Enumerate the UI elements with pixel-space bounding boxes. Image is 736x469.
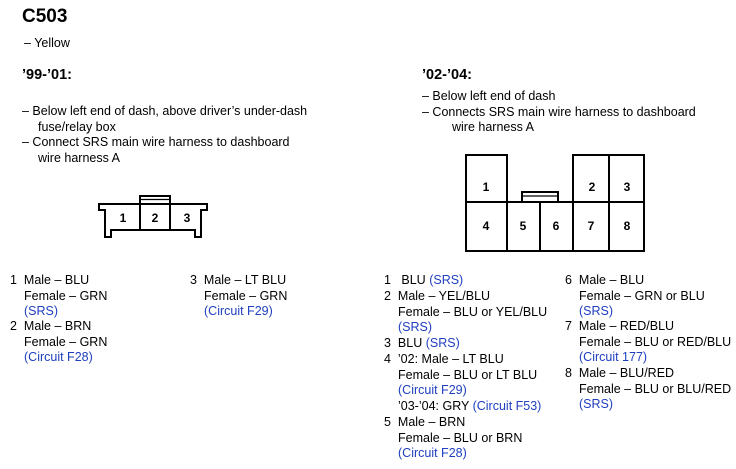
terminal-wire: Female – GRN or BLU xyxy=(579,288,705,303)
pin-label: 8 xyxy=(624,219,631,233)
left-location-line: – Connect SRS main wire harness to dashb… xyxy=(22,135,290,149)
left-location-line: wire harness A xyxy=(38,150,120,165)
right-terminal-7: 7 Male – RED/BLU Female – BLU or RED/BLU… xyxy=(565,319,731,366)
terminal-wire: Male – LT BLU xyxy=(203,273,287,287)
terminal-wire: Male – YEL/BLU xyxy=(397,289,491,303)
pin-label: 2 xyxy=(589,180,596,194)
terminal-wire: Male – BRN xyxy=(23,319,92,333)
connector-diagram-3pin: 1 2 3 xyxy=(98,195,208,238)
right-location-line: – Below left end of dash xyxy=(422,89,556,103)
terminal-wire: Female – BLU or RED/BLU xyxy=(579,334,732,349)
terminal-wire: Male – BLU xyxy=(23,273,90,287)
left-location-line: fuse/relay box xyxy=(38,119,116,134)
terminal-wire: Male – BLU xyxy=(578,273,645,287)
circuit-reference: (Circuit F53) xyxy=(472,398,542,413)
pin-label: 4 xyxy=(483,219,490,233)
left-terminal-3: 3 Male – LT BLU Female – GRN (Circuit F2… xyxy=(190,273,287,320)
terminal-wire: Female – BLU or LT BLU xyxy=(398,367,538,382)
terminal-number: 1 xyxy=(384,273,391,287)
right-terminal-3: 3 BLU (SRS) xyxy=(384,336,460,352)
terminal-wire: Male – RED/BLU xyxy=(578,319,675,333)
circuit-reference: (SRS) xyxy=(398,320,433,334)
connector-lock-tab xyxy=(521,191,559,203)
terminal-wire: Female – BLU or BLU/RED xyxy=(579,381,732,396)
terminal-wire: BLU xyxy=(397,336,423,350)
right-terminal-5: 5 Male – BRN Female – BLU or BRN (Circui… xyxy=(384,415,522,462)
terminal-number: 3 xyxy=(190,273,197,287)
terminal-wire: Female – GRN xyxy=(24,334,108,349)
circuit-reference: (Circuit F29) xyxy=(204,304,273,318)
terminal-number: 8 xyxy=(565,366,572,380)
circuit-reference: (SRS) xyxy=(579,397,614,411)
left-location: – Below left end of dash, above driver’s… xyxy=(22,104,307,166)
right-terminal-8: 8 Male – BLU/RED Female – BLU or BLU/RED… xyxy=(565,366,731,413)
connector-color: – Yellow xyxy=(24,36,70,50)
right-location: – Below left end of dash – Connects SRS … xyxy=(422,89,696,136)
left-location-line: – Below left end of dash, above driver’s… xyxy=(22,104,308,118)
right-terminal-4: 4 ’02: Male – LT BLU Female – BLU or LT … xyxy=(384,352,541,414)
terminal-number: 1 xyxy=(10,273,17,287)
terminal-wire: Female – BLU or YEL/BLU xyxy=(398,304,548,319)
circuit-reference: (Circuit F29) xyxy=(398,383,467,397)
pin-label: 3 xyxy=(624,180,631,194)
left-terminal-2: 2 Male – BRN Female – GRN (Circuit F28) xyxy=(10,319,107,366)
terminal-wire: ’02: Male – LT BLU xyxy=(397,352,504,366)
terminal-wire: Female – GRN xyxy=(204,288,288,303)
circuit-reference: (Circuit F28) xyxy=(398,446,467,460)
left-year-heading: ’99-’01: xyxy=(22,67,72,83)
terminal-wire: Female – GRN xyxy=(24,288,108,303)
circuit-reference: (SRS) xyxy=(429,273,464,287)
terminal-number: 2 xyxy=(384,289,391,303)
connector-diagram-8pin: 1 2 3 4 5 6 7 8 xyxy=(465,154,645,252)
right-terminal-6: 6 Male – BLU Female – GRN or BLU (SRS) xyxy=(565,273,705,320)
connector-outline xyxy=(98,203,208,238)
right-terminal-1: 1 BLU (SRS) xyxy=(384,273,463,289)
right-terminal-2: 2 Male – YEL/BLU Female – BLU or YEL/BLU… xyxy=(384,289,547,336)
circuit-reference: (Circuit 177) xyxy=(579,350,648,364)
terminal-wire: BLU xyxy=(401,273,426,287)
pin-label: 2 xyxy=(152,211,159,225)
terminal-number: 7 xyxy=(565,319,572,333)
circuit-reference: (SRS) xyxy=(24,304,59,318)
pin-label: 3 xyxy=(184,211,191,225)
terminal-number: 3 xyxy=(384,336,391,350)
terminal-number: 4 xyxy=(384,352,391,366)
connector-outline xyxy=(465,154,645,252)
pin-label: 7 xyxy=(588,219,595,233)
terminal-wire: Male – BLU/RED xyxy=(578,366,675,380)
terminal-number: 5 xyxy=(384,415,391,429)
right-location-line: – Connects SRS main wire harness to dash… xyxy=(422,104,696,119)
circuit-reference: (Circuit F28) xyxy=(24,350,93,364)
pin-label: 6 xyxy=(553,219,560,233)
left-terminal-1: 1 Male – BLU Female – GRN (SRS) xyxy=(10,273,107,320)
terminal-wire: ’03-’04: GRY xyxy=(398,398,470,413)
terminal-wire: Male – BRN xyxy=(397,415,466,429)
pin-label: 1 xyxy=(120,211,127,225)
terminal-number: 2 xyxy=(10,319,17,333)
pin-label: 1 xyxy=(483,180,490,194)
right-location-line: wire harness A xyxy=(452,120,534,134)
page-title: C503 xyxy=(22,6,68,27)
circuit-reference: (SRS) xyxy=(425,336,460,350)
terminal-number: 6 xyxy=(565,273,572,287)
circuit-reference: (SRS) xyxy=(579,304,614,318)
right-year-heading: ’02-’04: xyxy=(422,67,472,83)
pin-label: 5 xyxy=(520,219,527,233)
terminal-wire: Female – BLU or BRN xyxy=(398,430,523,445)
